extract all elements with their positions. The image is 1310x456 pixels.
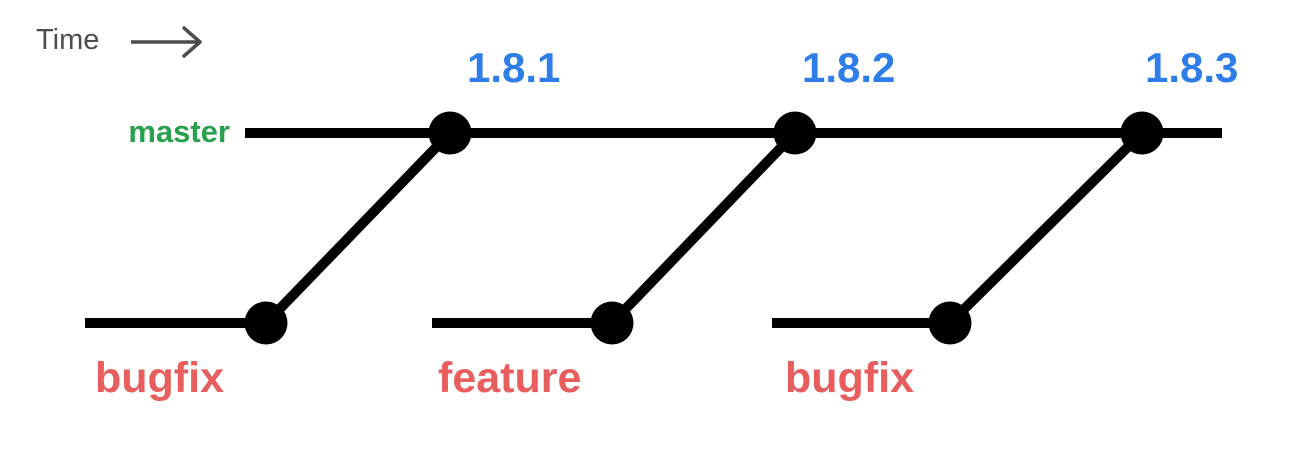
commit-dot-bugfix-2 xyxy=(928,301,972,345)
merge-line-bugfix-1 xyxy=(262,129,454,327)
time-label: Time xyxy=(36,24,100,56)
branch-label-bugfix-1: bugfix xyxy=(95,354,224,402)
commit-dot-bugfix-1 xyxy=(244,301,288,345)
commit-dot-master-1-8-3 xyxy=(1120,111,1164,155)
time-arrow-head xyxy=(182,26,202,58)
commit-dot-master-1-8-1 xyxy=(428,111,472,155)
commit-dot-master-1-8-2 xyxy=(773,111,817,155)
version-tag-1-8-1: 1.8.1 xyxy=(467,44,561,91)
branch-label-feature: feature xyxy=(438,354,582,402)
time-arrow-icon xyxy=(131,26,202,58)
commit-dot-feature xyxy=(590,301,634,345)
version-tag-1-8-2: 1.8.2 xyxy=(802,44,896,91)
version-tag-1-8-3: 1.8.3 xyxy=(1145,44,1239,91)
merge-line-bugfix-2 xyxy=(946,129,1146,327)
branch-label-bugfix-2: bugfix xyxy=(785,354,914,402)
merge-line-feature xyxy=(608,129,799,327)
master-branch-label: master xyxy=(128,114,230,149)
